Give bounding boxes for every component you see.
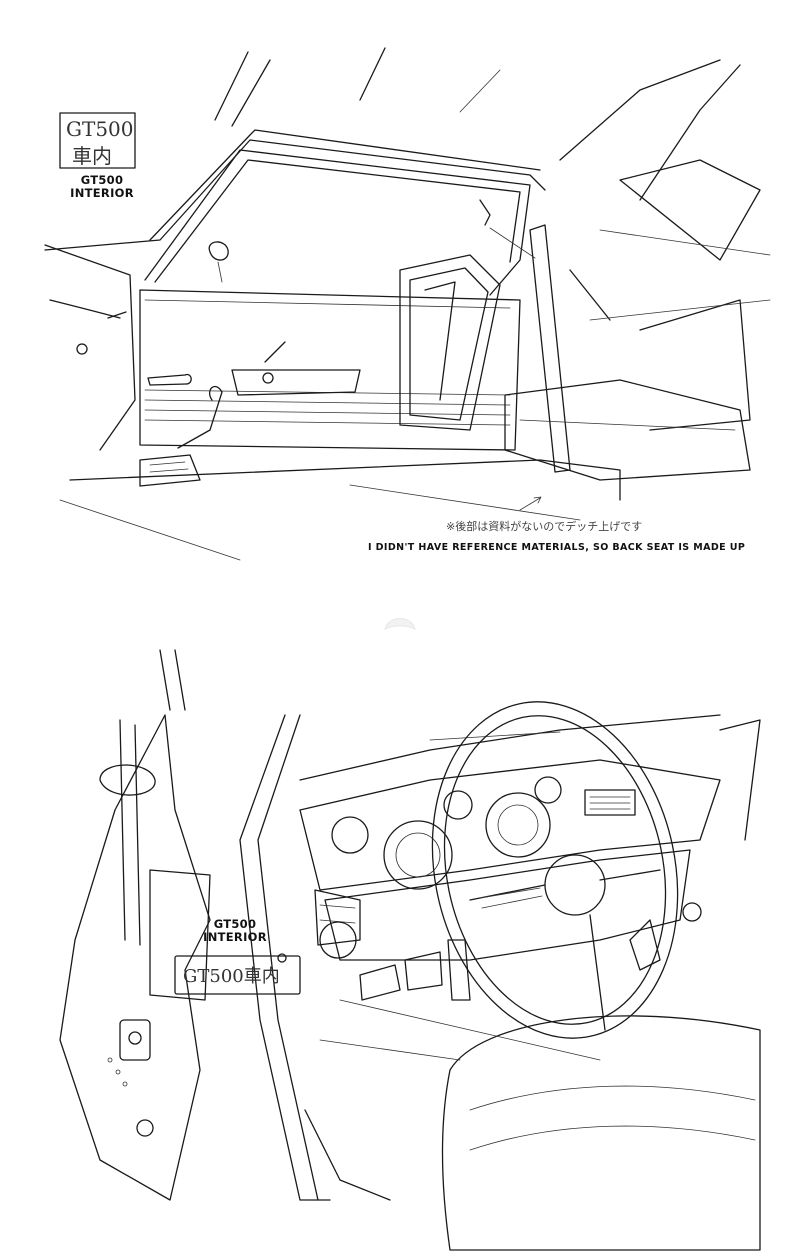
japanese-handwritten-note: ※後部は資料がないのでデッチ上げです [446,520,643,533]
caption-bottom: GT500 INTERIOR [190,918,280,944]
translation-note: I DIDN'T HAVE REFERENCE MATERIALS, SO BA… [368,542,746,553]
handwritten-title-line1: GT500 [66,117,134,141]
caption-bottom-line1: GT500 [213,917,257,931]
handwritten-title-line2: 車内 [72,144,112,168]
car-dashboard-sketch [59,649,761,1251]
caption-top: GT500 INTERIOR [62,174,142,200]
top-sketch-panel: GT500 車内 GT500 INTERIOR ※後部は資料がないのでデッチ上げ… [0,0,800,600]
caption-top-line2: INTERIOR [70,186,134,200]
bottom-sketch-panel: GT500 INTERIOR GT500車内 [0,640,800,1259]
caption-bottom-line2: INTERIOR [203,930,267,944]
caption-top-line1: GT500 [80,173,124,187]
watermark-logo [384,618,416,631]
car-interior-side-sketch [44,47,771,561]
handwritten-bottom-label: GT500車内 [183,966,280,987]
